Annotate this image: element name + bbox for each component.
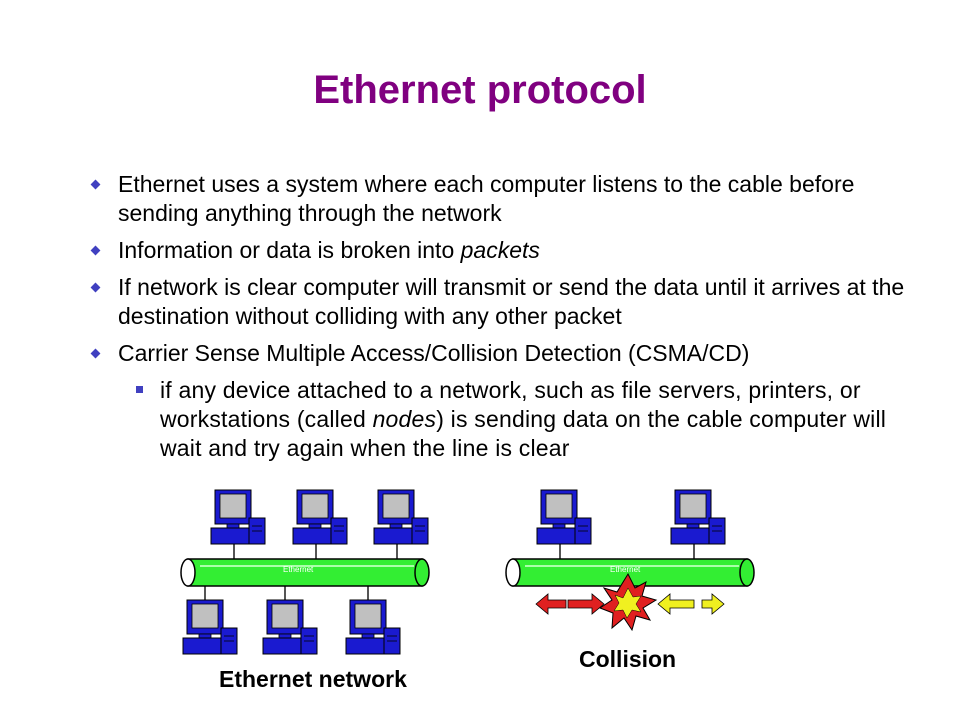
diamond-bullet-icon (90, 348, 101, 359)
sub-bullet-text-end: ) is sending data on the cable computer … (160, 406, 887, 461)
bullet-text-emphasis: packets (460, 237, 540, 263)
right-arrow-icon (567, 593, 605, 615)
diamond-bullet-icon (90, 179, 101, 190)
bullet-text: Information or data is broken into (118, 237, 461, 263)
diamond-bullet-icon (90, 245, 101, 256)
bullet-item: Information or data is broken into packe… (90, 236, 910, 265)
slide-title: Ethernet protocol (313, 68, 647, 112)
bullet-item: Carrier Sense Multiple Access/Collision … (90, 339, 910, 368)
bullet-item: Ethernet uses a system where each comput… (90, 170, 910, 228)
bullet-text: Ethernet uses a system where each comput… (118, 171, 855, 226)
diamond-bullet-icon (90, 282, 101, 293)
ethernet-cable: Ethernet (180, 558, 430, 587)
computer-icon (210, 489, 266, 545)
bullet-item: If network is clear computer will transm… (90, 273, 910, 331)
computer-icon (262, 599, 318, 655)
collision-caption: Collision (579, 646, 677, 672)
ethernet-diagram: Ethernet Ethernet (180, 489, 755, 655)
computer-icon (373, 489, 429, 545)
computer-icon (670, 489, 726, 545)
collision-diagram: Ethernet (505, 489, 755, 632)
computer-icon (536, 489, 592, 545)
computer-icon (292, 489, 348, 545)
bullet-list: Ethernet uses a system where each comput… (90, 170, 910, 463)
cable-label: Ethernet (283, 565, 314, 574)
cable-label: Ethernet (610, 565, 641, 574)
computer-icon (345, 599, 401, 655)
square-bullet-icon (136, 386, 143, 393)
sub-bullet-text-emphasis: nodes (372, 406, 437, 432)
sub-bullet-text: if any device attached to a network, suc… (160, 377, 861, 432)
computer-icon (182, 599, 238, 655)
left-arrow-icon (535, 593, 567, 615)
bullet-text: If network is clear computer will transm… (118, 274, 905, 329)
sub-bullet-item: if any device attached to a network, suc… (136, 376, 910, 463)
bullet-text: Carrier Sense Multiple Access/Collision … (118, 340, 750, 366)
network-caption: Ethernet network (219, 666, 407, 692)
right-arrow-icon (701, 593, 725, 615)
left-arrow-icon (657, 593, 695, 615)
collision-core-icon (613, 587, 642, 619)
ethernet-network-diagram: Ethernet (180, 489, 430, 655)
